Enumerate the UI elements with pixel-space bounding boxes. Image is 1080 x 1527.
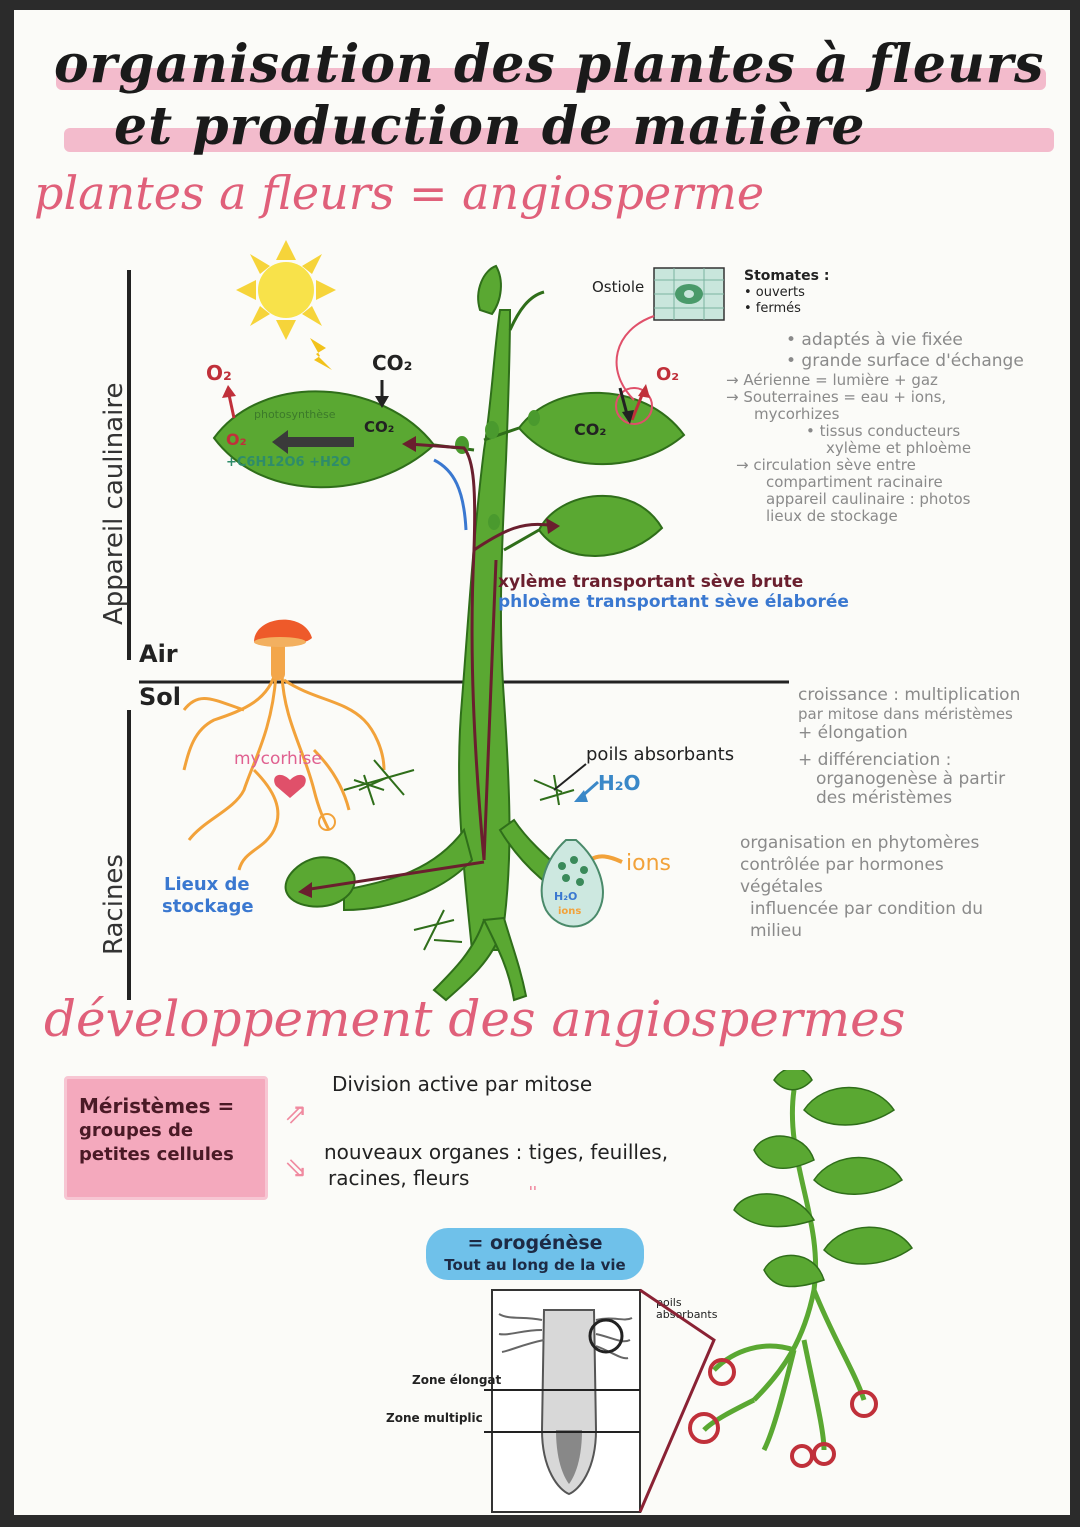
division-text: Division active par mitose: [332, 1072, 593, 1096]
o2-leaf-label: O₂: [226, 430, 247, 449]
title-highlight-2: [64, 128, 1054, 152]
cell-ions: ions: [558, 906, 581, 917]
plant-stem: [458, 309, 512, 951]
meristem-line3: petites cellules: [79, 1144, 234, 1165]
note-item: • grande surface d'échange: [786, 351, 1024, 371]
page-subtitle: plantes a fleurs = angiosperme: [34, 166, 765, 220]
note-item: végétales: [740, 877, 823, 897]
small-plant: [688, 1070, 914, 1468]
note-item: lieux de stockage: [766, 507, 898, 525]
note-item: mycorhizes: [754, 405, 840, 423]
stomata-circle: [615, 387, 653, 425]
organes-text-1: nouveaux organes : tiges, feuilles,: [324, 1140, 669, 1164]
notes-bottom: croissance : multiplication par mitose d…: [798, 686, 1020, 808]
phloem-path: [433, 458, 468, 531]
orogenese-bubble: = orogénèse Tout au long de la vie: [426, 1228, 644, 1280]
notes-bottom-2: organisation en phytomères contrôlée par…: [740, 832, 983, 942]
axis-label-top: Appareil caulinaire: [99, 383, 129, 625]
note-item: des méristèmes: [816, 788, 953, 808]
co2-right-label: CO₂: [574, 420, 606, 439]
heart-icon: [274, 774, 306, 798]
plant-diagram: Appareil caulinaire Racines Air Sol: [99, 240, 849, 1190]
co2-leaf-label: CO₂: [364, 418, 394, 436]
orogenese-line2: Tout au long de la vie: [444, 1256, 626, 1274]
mycorrhiza-roots: [182, 669, 386, 871]
pink-arrow-2: ⇘: [284, 1151, 307, 1184]
page-title-line1: organisation des plantes à fleurs: [54, 34, 1045, 95]
root-tip-circle: [588, 1318, 624, 1354]
orogenese-line1: = orogénèse: [467, 1232, 603, 1254]
root-tip-diagram: Zone élongat Zone multiplic poils absorb…: [386, 1288, 718, 1513]
meristem-box: Méristèmes = groupes de petites cellules: [64, 1076, 268, 1200]
leaf-right-lower: [537, 495, 664, 557]
note-item: contrôlée par hormones: [740, 855, 944, 875]
notes-top: • adaptés à vie fixée • grande surface d…: [726, 330, 1024, 525]
note-item: → Aérienne = lumière + gaz: [726, 371, 938, 389]
xylem-label: xylème transportant sève brute: [498, 572, 803, 592]
poils-label: poils absorbants: [586, 744, 734, 765]
note-item: organogenèse à partir: [816, 769, 1006, 789]
note-item: • tissus conducteurs: [806, 422, 961, 440]
meristem-line2: groupes de: [79, 1120, 194, 1141]
pink-arrow-down: ⇓: [522, 1182, 544, 1190]
root-hair-cell: H₂O ions: [540, 839, 604, 928]
note-item: • adaptés à vie fixée: [786, 330, 963, 350]
o2-right-label: O₂: [656, 364, 679, 385]
h2o-label: H₂O: [598, 771, 641, 795]
o2-left-label: O₂: [206, 361, 232, 385]
ions-label: ions: [626, 851, 671, 876]
pink-arrow-1: ⇗: [284, 1097, 307, 1130]
formula-label: +C6H12O6 +H2O: [226, 455, 351, 470]
note-item: + différenciation :: [798, 750, 952, 770]
stomates-closed: • fermés: [744, 301, 801, 316]
root-tip-shape: [540, 1309, 598, 1496]
lieux-label-2: stockage: [162, 896, 254, 917]
co2-top-label: CO₂: [372, 351, 412, 375]
cell-h2o: H₂O: [554, 890, 577, 903]
xylem-arrow-left: [402, 436, 416, 452]
phloem-label: phloème transportant sève élaborée: [498, 592, 849, 612]
xylem-arrow-right: [546, 518, 560, 534]
photosynthese-label: photosynthèse: [254, 408, 336, 421]
mycorhise-label: mycorhise: [234, 749, 322, 769]
small-plant-leaves: [733, 1070, 914, 1288]
ostiole-label: Ostiole: [592, 278, 644, 296]
note-item: xylème et phloème: [826, 439, 972, 457]
note-item: appareil caulinaire : photos: [766, 490, 971, 508]
zone-elong-label: Zone élongat: [412, 1373, 502, 1387]
note-item: → Souterraines = eau + ions,: [726, 388, 947, 406]
note-item: influencée par condition du: [750, 899, 984, 919]
section2-title: développement des angiospermes: [44, 990, 906, 1048]
mushroom-icon: [254, 619, 312, 680]
stomata-inset: [653, 267, 725, 321]
note-item: milieu: [750, 921, 802, 941]
leaf-right-upper: [517, 391, 686, 466]
air-label: Air: [139, 640, 178, 668]
stomates-title: Stomates :: [744, 268, 829, 284]
storage-bulb: [284, 856, 356, 908]
notebook-page: organisation des plantes à fleurs et pro…: [14, 10, 1070, 1515]
note-item: → circulation sève entre: [736, 456, 916, 474]
stomates-open: • ouverts: [744, 285, 805, 300]
note-item: croissance : multiplication: [798, 685, 1021, 705]
axis-label-bottom: Racines: [99, 854, 129, 955]
sun-icon: [236, 240, 336, 370]
top-bud: [477, 264, 502, 316]
xylem-path: [303, 442, 555, 892]
lieux-label-1: Lieux de: [164, 874, 250, 895]
sol-label: Sol: [139, 683, 181, 711]
meristem-line1: Méristèmes =: [79, 1094, 235, 1118]
zone-mult-label: Zone multiplic: [386, 1411, 483, 1425]
organes-text-2: racines, fleurs: [328, 1166, 470, 1190]
note-item: organisation en phytomères: [740, 833, 980, 853]
mycorrhiza-circle: [318, 813, 336, 831]
note-item: + élongation: [798, 723, 908, 743]
title-highlight-1: [56, 68, 1046, 90]
note-item: compartiment racinaire: [766, 473, 943, 491]
note-item: par mitose dans méristèmes: [798, 705, 1013, 723]
page-title-line2: et production de matière: [114, 96, 866, 157]
root-circles: [688, 1358, 878, 1468]
xylem-arrow-bulb: [298, 882, 312, 898]
